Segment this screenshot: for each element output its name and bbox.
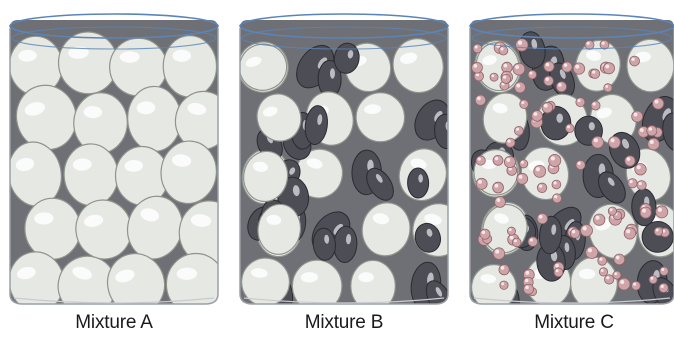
pink-bead (624, 228, 636, 240)
pink-bead (576, 160, 585, 169)
pink-bead (493, 248, 505, 260)
jar-mixture-b (231, 14, 469, 312)
caption-mixture-b: Mixture B (244, 312, 444, 334)
pink-bead (630, 56, 640, 66)
dark-pebble (407, 168, 428, 198)
jar-mixture-a (3, 14, 241, 312)
caption-mixture-c: Mixture C (474, 312, 674, 334)
pink-bead (513, 63, 525, 75)
caption-mixture-a: Mixture A (14, 312, 214, 334)
pink-bead (493, 155, 503, 165)
pink-bead (473, 44, 482, 53)
pink-bead (472, 62, 483, 73)
pink-bead (534, 165, 546, 177)
pink-bead (618, 278, 630, 290)
pink-bead (528, 237, 538, 247)
pink-bead (614, 254, 625, 265)
pink-bead (604, 275, 613, 284)
pink-bead (537, 183, 546, 192)
pink-bead (523, 284, 533, 294)
pink-bead (507, 227, 515, 235)
pink-bead (628, 179, 637, 188)
pink-bead (499, 46, 508, 55)
pink-bead (504, 156, 515, 167)
pink-bead (556, 82, 566, 92)
pink-bead (585, 40, 594, 49)
jar-contents (466, 20, 674, 312)
pink-bead (514, 126, 523, 135)
pink-bead (493, 182, 504, 193)
pink-bead (501, 74, 510, 83)
jars-illustration (0, 0, 674, 312)
pink-bead (537, 213, 547, 223)
pink-bead (495, 197, 506, 208)
pink-bead (517, 173, 528, 184)
pink-bead (475, 95, 485, 105)
pink-bead (635, 163, 647, 175)
pink-bead (656, 206, 668, 218)
pink-bead (570, 229, 580, 239)
pink-bead (580, 224, 592, 236)
pink-bead (554, 268, 563, 277)
pink-bead (499, 264, 509, 274)
pink-bead (562, 62, 572, 72)
pink-bead (640, 207, 651, 218)
pink-bead (500, 281, 508, 289)
pink-bead (604, 84, 612, 92)
pink-bead (520, 100, 529, 109)
pink-bead (514, 82, 525, 93)
pink-bead (632, 111, 643, 122)
pink-bead (476, 178, 487, 189)
pink-bead (480, 229, 490, 239)
pink-bead (603, 63, 614, 74)
pink-bead (519, 160, 527, 168)
pink-bead (544, 61, 554, 71)
pink-bead (649, 276, 657, 284)
pink-bead (506, 138, 515, 147)
jar-contents (3, 20, 241, 312)
pink-bead (637, 181, 646, 190)
pink-bead (516, 39, 528, 51)
pink-bead (647, 126, 657, 136)
pink-bead (586, 246, 598, 258)
pink-bead (613, 271, 621, 279)
pink-bead (592, 136, 604, 148)
pink-bead (598, 256, 607, 265)
white-pebble (163, 35, 217, 97)
pink-bead (573, 63, 584, 74)
pink-bead (659, 283, 668, 292)
jar-mixture-c (466, 14, 674, 312)
pink-bead (594, 214, 605, 225)
pink-bead (476, 156, 485, 165)
pink-bead (566, 124, 574, 132)
pink-bead (625, 156, 635, 166)
pink-bead (648, 138, 660, 150)
pink-bead (599, 268, 607, 276)
pink-bead (591, 101, 600, 110)
pink-bead (653, 98, 664, 109)
pink-bead (576, 98, 585, 107)
pink-bead (528, 70, 537, 79)
pink-bead (549, 154, 561, 166)
pink-bead (590, 69, 599, 78)
jar-contents (231, 20, 469, 312)
pink-bead (542, 102, 553, 113)
pink-bead (608, 207, 616, 215)
pink-bead (512, 238, 521, 247)
pink-bead (609, 136, 621, 148)
pink-bead (552, 194, 561, 203)
pink-bead (660, 267, 669, 276)
pink-bead (552, 180, 561, 189)
pink-bead (632, 281, 641, 290)
pink-bead (490, 73, 498, 81)
pink-bead (654, 227, 662, 235)
pink-bead (532, 111, 543, 122)
pink-bead (544, 76, 554, 86)
